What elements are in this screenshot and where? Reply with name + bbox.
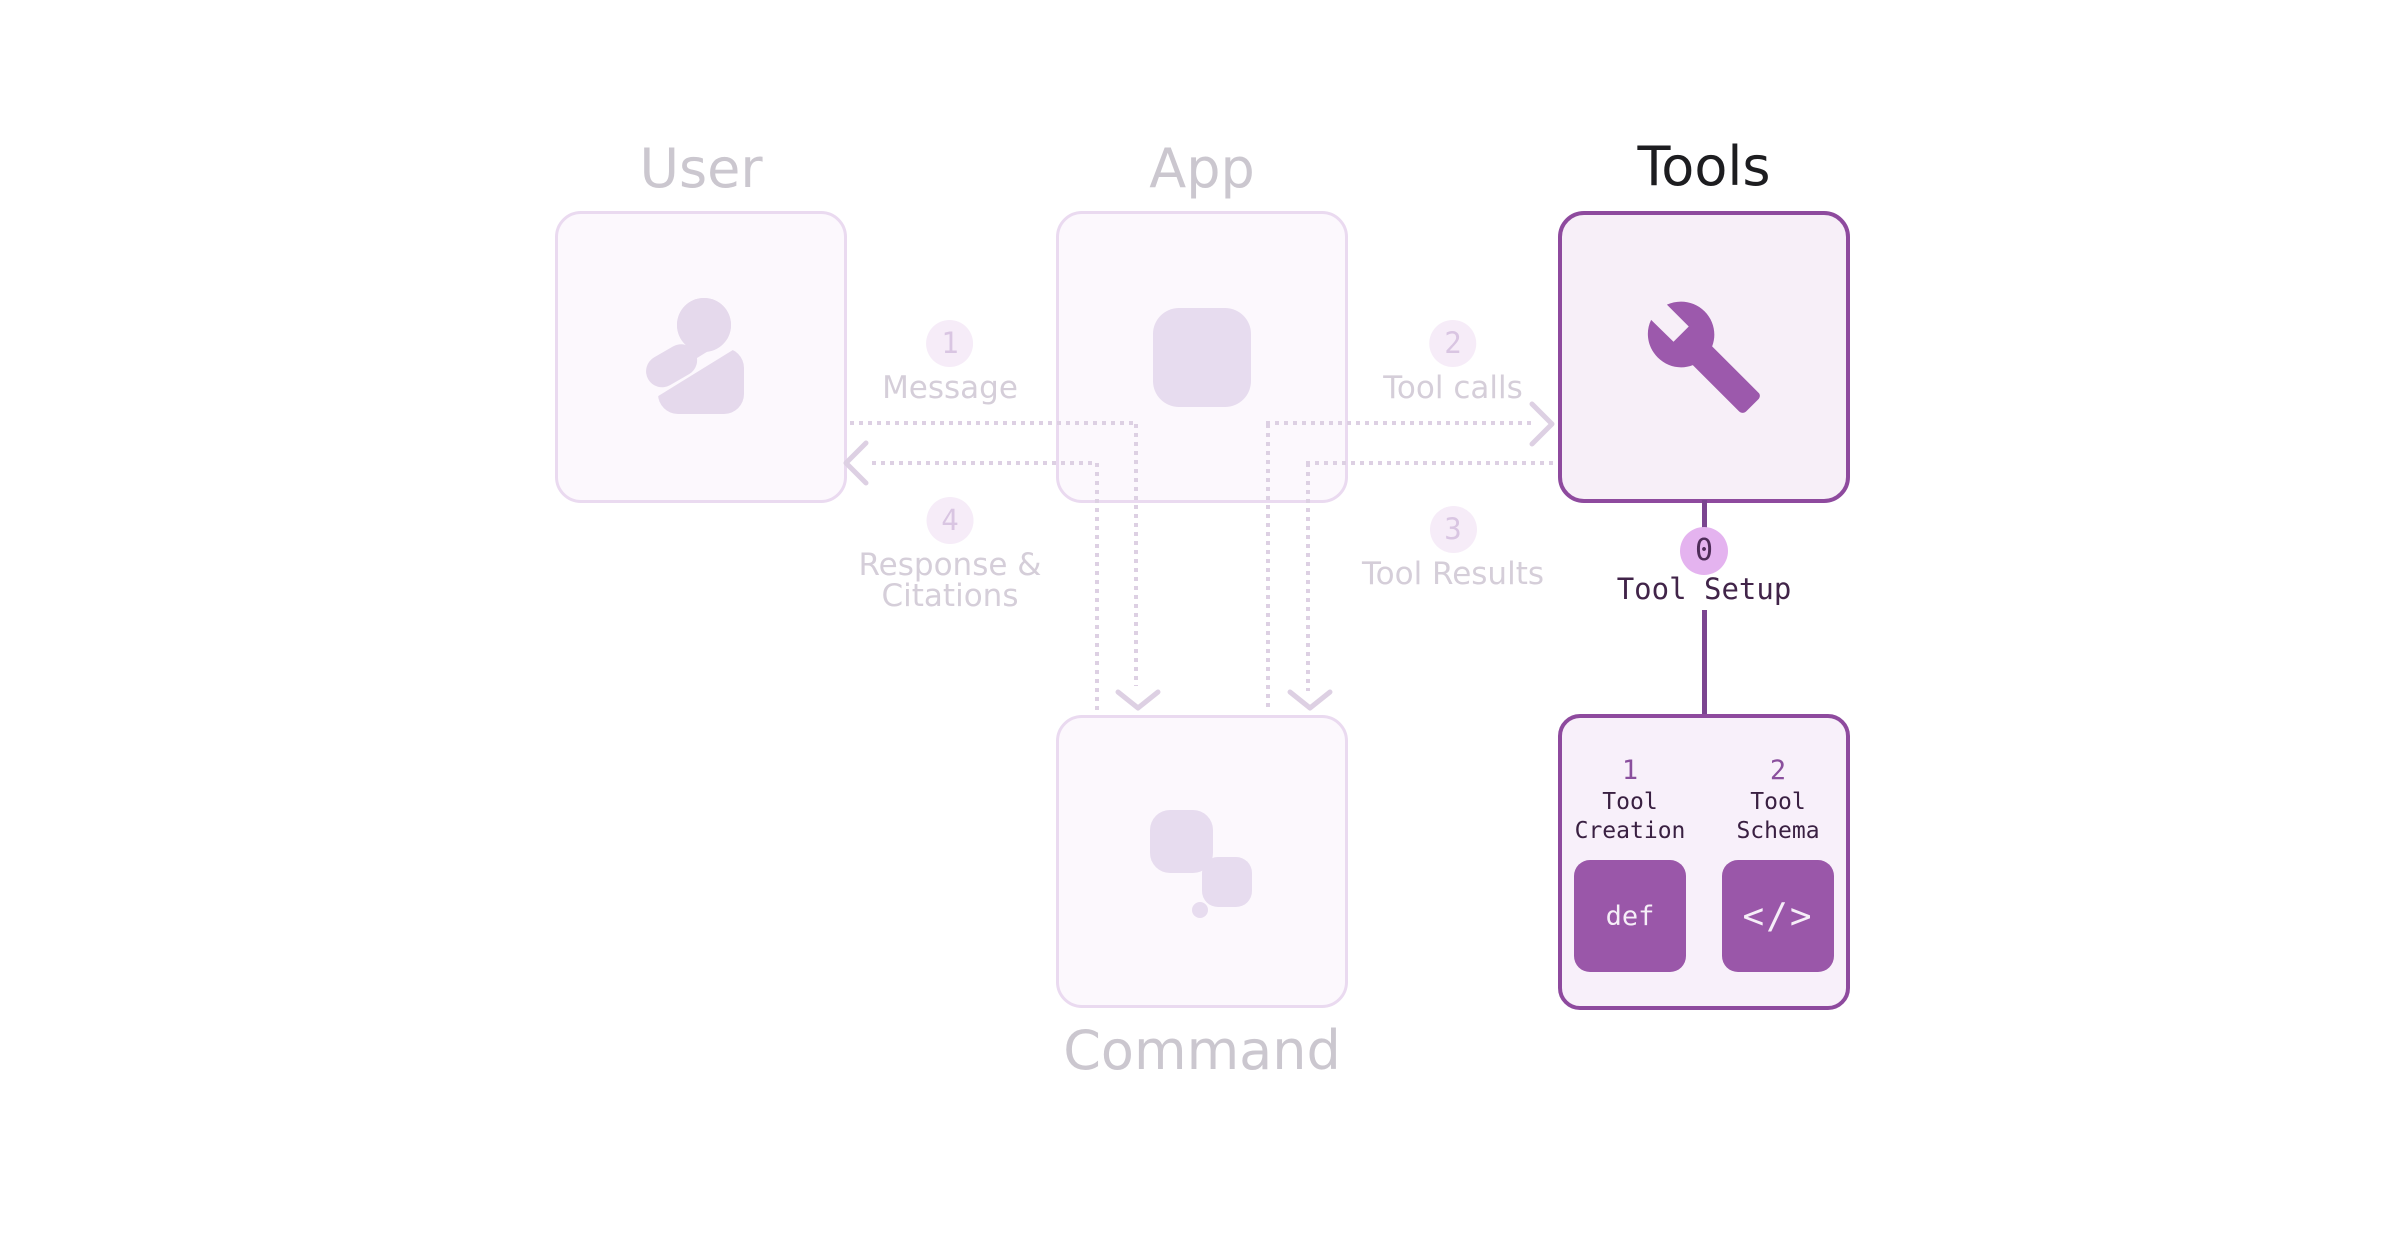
flow-message: 1 Message [882,320,1018,404]
flow-label: Response & [858,547,1042,583]
step-number: 2 [1769,755,1787,786]
tool-schema-step: 2 Tool Schema </> [1722,756,1834,1006]
arrow-left-icon [843,440,869,486]
arrow-right-icon [1529,401,1555,447]
arrow-down-icon [1115,689,1161,711]
step-badge: 3 [1429,506,1477,553]
wrench-icon [1647,301,1760,413]
step-title: Schema [1736,818,1820,844]
setup-connector-bottom [1702,610,1707,716]
step-title: Tool [1750,789,1806,815]
tools-box [1558,211,1850,503]
code-icon: </> [1742,895,1814,937]
person-icon [646,298,744,414]
arrow-down-icon [1287,689,1333,711]
flow-tool-calls: 2 Tool calls [1383,320,1523,404]
setup-step-badge: 0 [1680,527,1728,575]
flow-label: Tool calls [1383,370,1523,406]
step-title: Creation [1574,818,1686,844]
flow-label: Citations [881,578,1019,614]
step-number: 1 [1621,755,1639,786]
app-box [1056,211,1348,503]
def-label: def [1605,900,1655,932]
app-icon [1153,307,1251,407]
user-box [555,211,847,503]
tool-creation-step: 1 Tool Creation def [1574,756,1686,1006]
def-tile: def [1574,860,1686,972]
command-column-title: Command [1063,1019,1341,1082]
flow-tool-results: 3 Tool Results [1362,506,1544,590]
step-badge: 2 [1429,320,1477,367]
flow-label: Message [882,370,1018,406]
app-column-title: App [1149,137,1255,200]
message-line [850,421,1134,425]
tools-column-title: Tools [1637,135,1771,198]
blocks-icon [1150,809,1252,918]
tool-results-line [1306,461,1558,465]
step-badge: 1 [926,320,974,367]
tool-calls-line [1266,421,1532,425]
flow-label: Tool Results [1361,556,1545,592]
step-title: Tool [1602,789,1658,815]
setup-label: Tool Setup [1616,572,1792,606]
message-down-line [1134,424,1138,686]
setup-connector-top [1702,500,1707,530]
tool-setup-box: 1 Tool Creation def 2 Tool Schema </> [1558,714,1850,1010]
tool-results-down-line [1306,463,1310,691]
tool-calls-up-line [1266,424,1270,711]
response-up-line [1095,463,1099,711]
command-box [1056,715,1348,1008]
flow-response: 4 Response & Citations [858,497,1042,614]
code-tile: </> [1722,860,1834,972]
step-badge: 4 [926,497,974,544]
response-line [872,461,1094,465]
user-column-title: User [639,137,763,200]
